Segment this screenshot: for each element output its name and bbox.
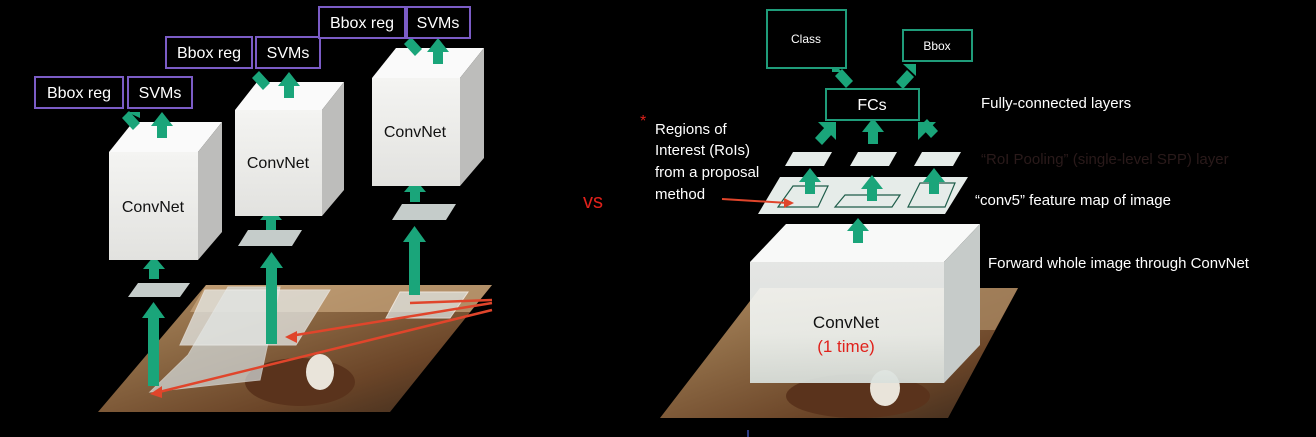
right-roi-note-line-1: Regions of — [655, 121, 728, 138]
right-bbox-box — [902, 29, 973, 62]
left-warped-region-2 — [238, 230, 302, 246]
vs-label: vs — [583, 191, 603, 213]
left-svms-label-1: SVMs — [139, 85, 182, 102]
left-arrows-top-3 — [404, 37, 449, 64]
right-roi-asterisk: * — [640, 113, 646, 130]
left-bbox-reg-label-1: Bbox reg — [47, 85, 111, 102]
left-rcnn-panel: Bbox reg SVMs Bbox reg SVMs Bbox reg SVM… — [34, 6, 493, 412]
right-arrow-pool-to-fcs-3 — [918, 119, 938, 140]
right-roi-note-line-2: Interest (RoIs) — [655, 142, 750, 159]
left-region-crop-2 — [179, 289, 331, 346]
right-arrow-pool-to-fcs-2 — [862, 118, 884, 144]
left-arrow-image-to-region-1 — [142, 302, 165, 386]
left-warped-region-3 — [392, 204, 456, 220]
right-class-box — [766, 9, 847, 69]
left-arrow-region-to-convnet-1 — [143, 256, 165, 279]
right-arrow-roi-to-pool-1 — [799, 168, 821, 194]
left-convnet-box-3 — [372, 48, 484, 186]
right-red-pointer-arrow — [721, 198, 789, 204]
left-bbox-reg-box-2 — [165, 36, 253, 69]
left-arrows-top-2 — [252, 71, 300, 98]
right-arrow-roi-to-pool-2 — [861, 175, 883, 201]
right-roi-1 — [776, 185, 829, 208]
right-roi-pooled-1 — [785, 152, 832, 166]
right-arrow-convnet-to-conv5 — [847, 218, 869, 243]
right-fcs-box — [825, 88, 920, 121]
right-class-label: Class — [791, 32, 821, 46]
left-bbox-reg-label-3: Bbox reg — [330, 15, 394, 32]
left-arrows-top-1 — [122, 111, 173, 138]
left-bbox-reg-box-1 — [34, 76, 124, 109]
right-roi-pooling-note: “RoI Pooling” (single-level SPP) layer — [981, 151, 1229, 168]
right-roi-pooled-2 — [850, 152, 897, 166]
right-roi-2 — [833, 194, 902, 208]
left-red-arrow-1 — [154, 308, 493, 395]
left-svms-label-3: SVMs — [417, 15, 460, 32]
left-red-arrow-2 — [289, 301, 493, 338]
right-fcs-label: FCs — [857, 97, 886, 114]
left-bbox-reg-box-3 — [318, 6, 406, 39]
left-svms-box-3 — [406, 6, 471, 39]
right-convnet-label: ConvNet — [813, 313, 879, 332]
right-arrow-fcs-to-bbox — [896, 64, 916, 89]
right-roi-3 — [907, 182, 956, 208]
left-red-arrow-3 — [409, 298, 493, 305]
right-roi-pooled-3 — [914, 152, 961, 166]
right-arrow-roi-to-pool-3 — [923, 168, 945, 194]
left-convnet-box-2 — [235, 82, 344, 216]
right-forward-note: Forward whole image through ConvNet — [988, 255, 1250, 272]
right-convnet-box — [750, 224, 980, 383]
right-roi-note-line-4: method — [655, 186, 705, 203]
left-convnet-label-2: ConvNet — [247, 155, 310, 172]
left-convnet-label-3: ConvNet — [384, 124, 447, 141]
left-convnet-box-1 — [109, 122, 222, 260]
left-arrow-image-to-region-3 — [403, 226, 426, 295]
right-conv5-note: “conv5” feature map of image — [975, 192, 1171, 209]
right-roi-note-line-3: from a proposal — [655, 164, 759, 181]
left-arrow-image-to-region-2 — [260, 252, 283, 344]
left-warped-region-1 — [128, 283, 190, 297]
right-bbox-label: Bbox — [923, 39, 950, 53]
left-bbox-reg-label-2: Bbox reg — [177, 45, 241, 62]
right-one-time-label: (1 time) — [817, 337, 875, 356]
right-arrow-pool-to-fcs-1 — [815, 122, 836, 145]
left-svms-label-2: SVMs — [267, 45, 310, 62]
right-fc-layers-note: Fully-connected layers — [981, 95, 1131, 112]
right-fast-rcnn-panel: ConvNet (1 time) — [640, 9, 1250, 437]
left-svms-box-2 — [255, 36, 321, 69]
left-convnet-label-1: ConvNet — [122, 199, 185, 216]
left-svms-box-1 — [127, 76, 193, 109]
